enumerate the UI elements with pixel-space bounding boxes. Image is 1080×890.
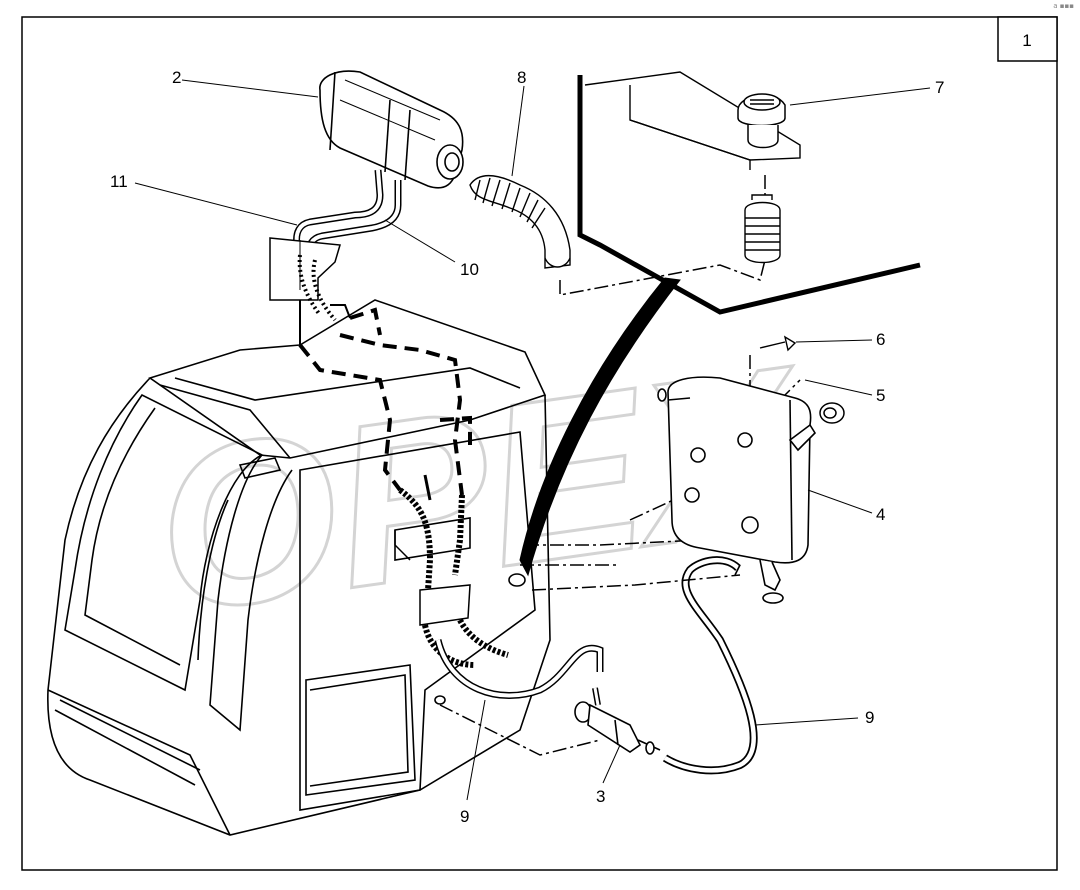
callout-5: 5	[876, 386, 885, 405]
fuel-pump	[574, 701, 661, 755]
callout-4: 4	[876, 505, 885, 524]
diagram-frame	[21, 16, 1058, 871]
hose-clamp	[744, 194, 781, 264]
callout-9-right: 9	[865, 708, 874, 727]
callout-10: 10	[460, 260, 479, 279]
callout-6: 6	[876, 330, 885, 349]
cab-hoses	[394, 474, 509, 668]
leader-lines	[134, 79, 931, 801]
heater-unit	[293, 70, 464, 256]
callout-7: 7	[935, 78, 944, 97]
bulkhead-panel	[519, 71, 921, 577]
callout-2: 2	[172, 68, 181, 87]
vent-cap	[737, 93, 786, 149]
hose-routing	[298, 307, 472, 496]
corner-mark: a ▪▪▪	[1053, 2, 1074, 10]
screw	[759, 335, 797, 352]
heater-hoses	[297, 254, 351, 345]
callout-3: 3	[596, 787, 605, 806]
callout-8: 8	[517, 68, 526, 87]
callout-11: 11	[110, 172, 128, 191]
page-number-box: 1	[997, 16, 1058, 62]
callout-9-left: 9	[460, 807, 469, 826]
air-duct	[469, 174, 571, 269]
callout-labels: 2 8 7 11 10 6 5 4 9 9 3	[110, 68, 944, 826]
tank-cap	[819, 402, 845, 424]
fuel-line-right	[662, 556, 758, 775]
fuel-tank	[657, 376, 817, 604]
cab-body	[47, 299, 551, 836]
page-number: 1	[1022, 31, 1031, 50]
fuel-line-left	[434, 639, 604, 706]
